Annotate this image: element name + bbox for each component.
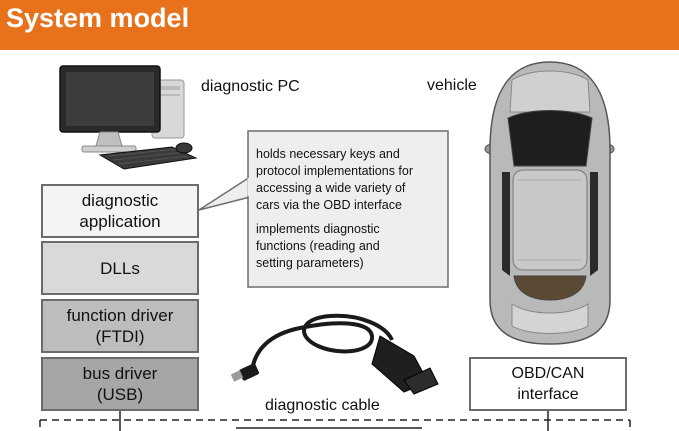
title-bar: System model	[0, 0, 679, 50]
cable-label: diagnostic cable	[265, 397, 380, 414]
callout-line: holds necessary keys and	[256, 147, 400, 161]
callout-text: holds necessary keys and protocol implem…	[256, 146, 442, 272]
dashed-boundary	[39, 411, 631, 431]
cable-icon	[230, 313, 439, 395]
interface-label: interface	[517, 386, 579, 403]
pc-label: diagnostic PC	[201, 78, 300, 95]
bus-driver-box: bus driver (USB)	[41, 357, 199, 411]
bus-driver-label: bus driver	[82, 364, 158, 383]
callout-line: implements diagnostic	[256, 222, 380, 236]
obd-can-interface-box: OBD/CAN interface	[469, 357, 627, 411]
diagnostic-application-box: diagnostic application	[41, 184, 199, 238]
obd-can-label: OBD/CAN	[511, 365, 585, 382]
callout-line: setting parameters)	[256, 256, 364, 270]
car-icon	[484, 61, 615, 345]
callout-line: accessing a wide variety of	[256, 181, 406, 195]
dlls-box: DLLs	[41, 241, 199, 295]
diagnostic-application-label: diagnostic application	[79, 191, 161, 231]
computer-icon	[59, 65, 198, 170]
callout-line: protocol implementations for	[256, 164, 414, 178]
callout-line: functions (reading and	[256, 239, 380, 253]
callout-line: cars via the OBD interface	[256, 198, 402, 212]
dlls-label: DLLs	[100, 258, 140, 278]
function-driver-label: function driver	[66, 306, 174, 325]
vehicle-label: vehicle	[427, 77, 477, 94]
bus-driver-sub-label: (USB)	[96, 385, 144, 404]
callout-bubble	[198, 130, 449, 288]
function-driver-box: function driver (FTDI)	[41, 299, 199, 353]
page-title: System model	[6, 3, 190, 33]
function-driver-sub-label: (FTDI)	[95, 327, 145, 346]
